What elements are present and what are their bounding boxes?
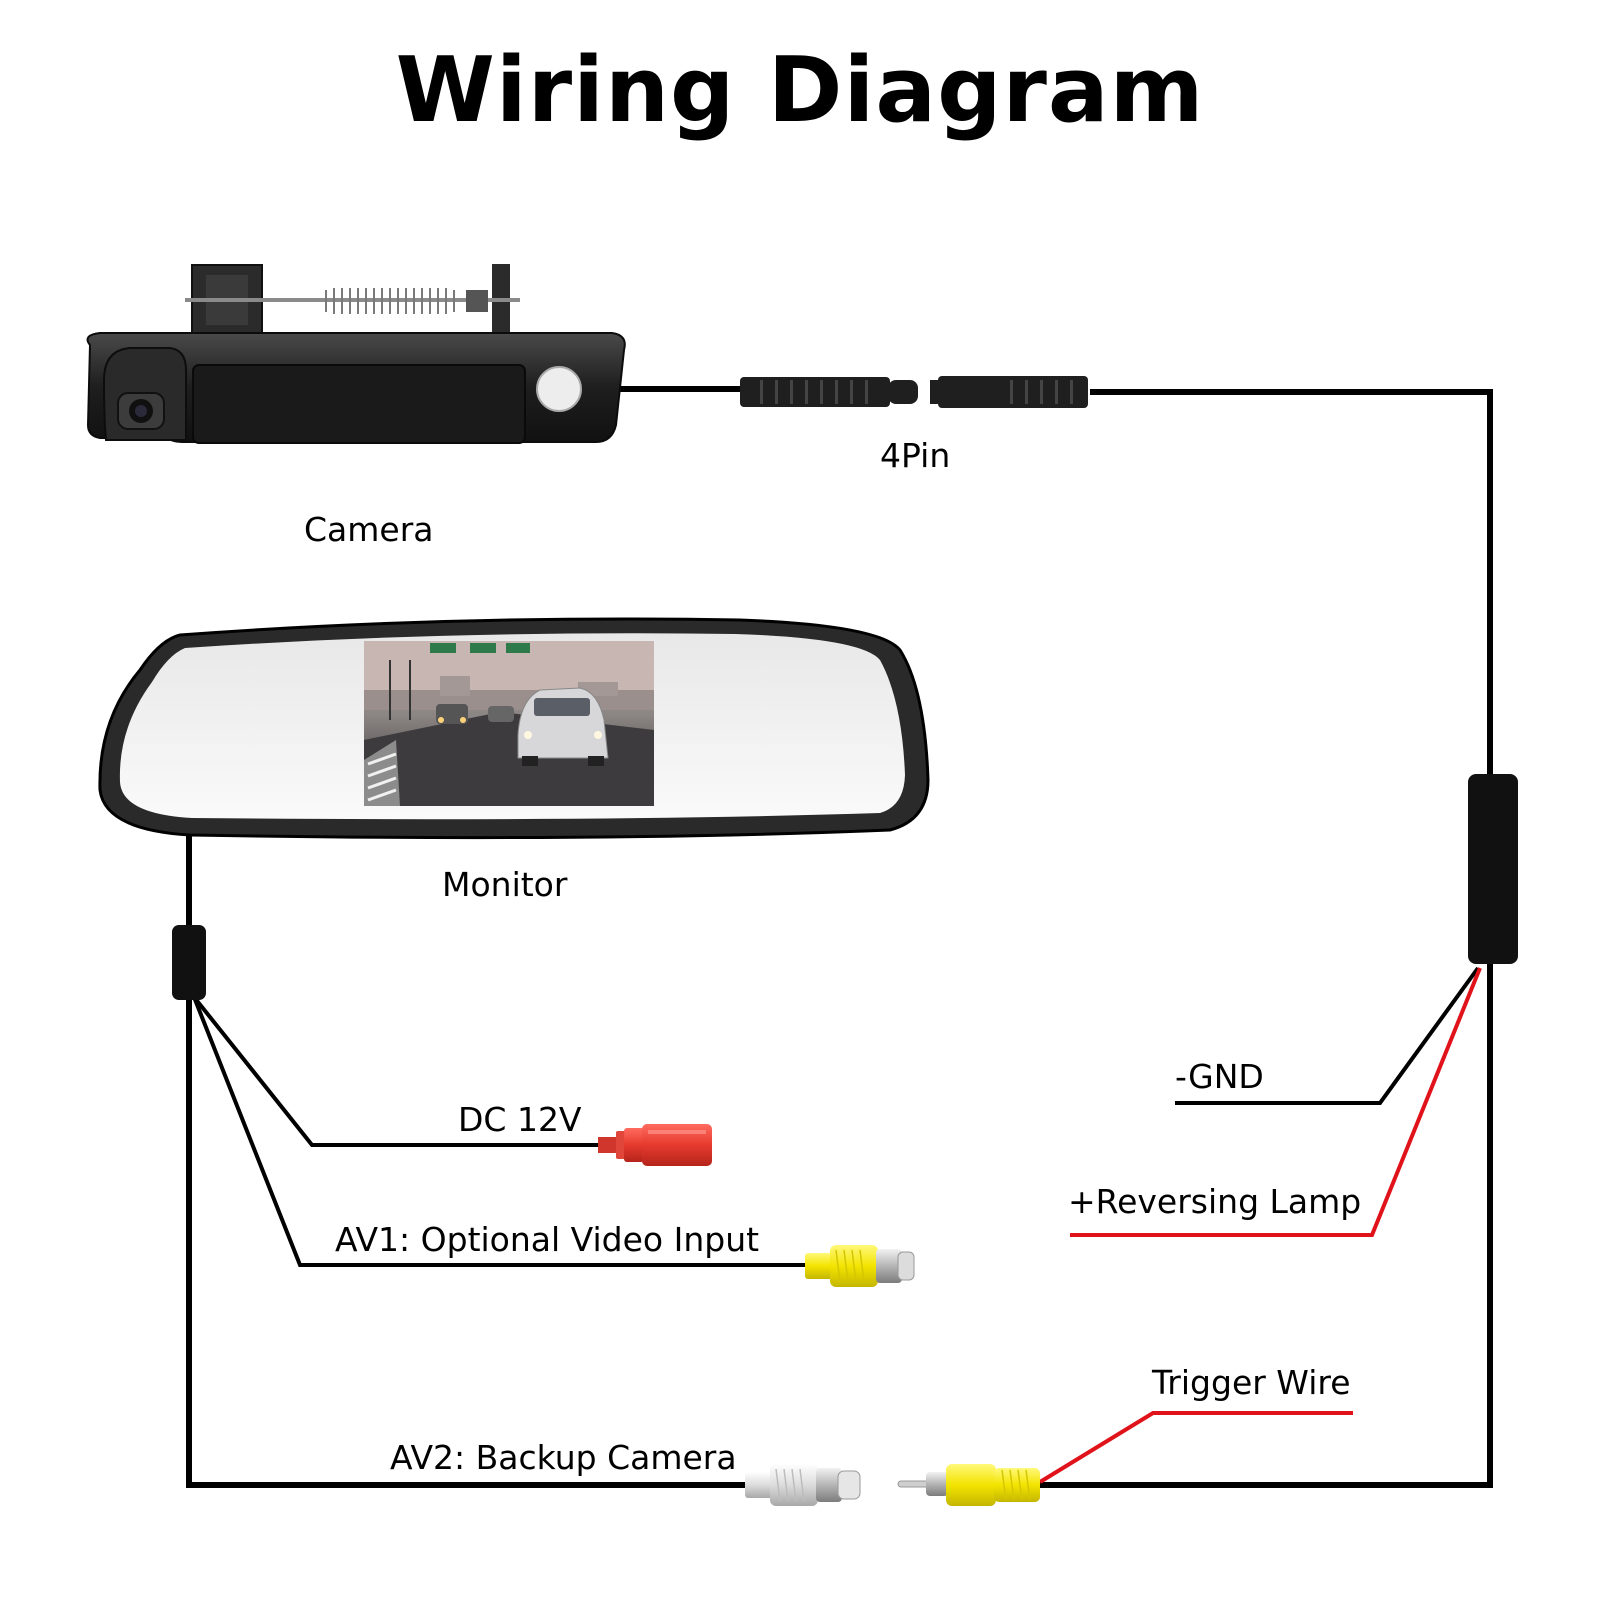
4pin-connector (740, 376, 1088, 408)
camera-label: Camera (304, 510, 434, 549)
camera-rca-connector (897, 1464, 1040, 1506)
av1-rca-connector (805, 1245, 915, 1287)
camera-harness-junction (1468, 774, 1518, 964)
4pin-label: 4Pin (880, 436, 951, 475)
monitor-label: Monitor (442, 865, 568, 904)
page-title: Wiring Diagram (395, 38, 1205, 143)
camera-device (86, 264, 626, 444)
monitor-device (98, 617, 930, 840)
gnd-wire (1175, 966, 1480, 1105)
trigger-wire-label: Trigger Wire (1152, 1363, 1351, 1402)
reversing-lamp-label: +Reversing Lamp (1068, 1182, 1362, 1221)
main-wires (186, 386, 1493, 1488)
av1-label: AV1: Optional Video Input (335, 1220, 760, 1259)
dc-12v-label: DC 12V (458, 1100, 582, 1139)
monitor-screen (364, 641, 654, 806)
av2-label: AV2: Backup Camera (390, 1438, 737, 1477)
av2-rca-connector (745, 1464, 861, 1506)
dc-power-plug (598, 1124, 712, 1166)
reversing-lamp-wire (1070, 967, 1482, 1237)
monitor-branch-wires (192, 995, 805, 1267)
gnd-label: -GND (1175, 1057, 1264, 1096)
trigger-wire (1038, 1411, 1353, 1484)
monitor-harness-junction (172, 925, 206, 1000)
